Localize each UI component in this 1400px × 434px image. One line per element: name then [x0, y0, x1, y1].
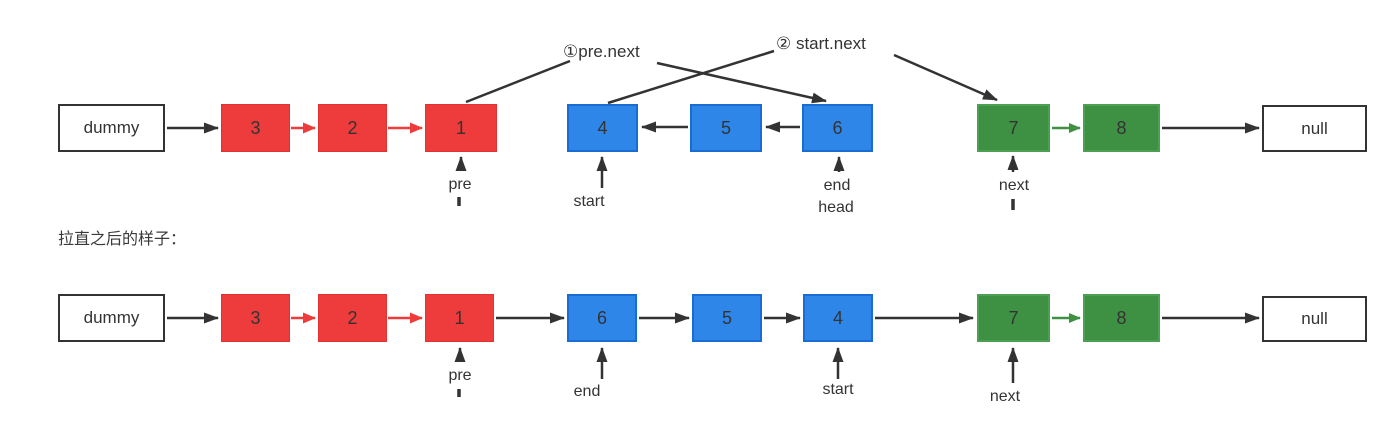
- node-bottom-null: null: [1262, 296, 1367, 342]
- annotation-start-next: ② start.next: [776, 34, 866, 53]
- pointer-label-start-top: start: [573, 193, 605, 210]
- node-top-8: 8: [1083, 104, 1160, 152]
- line-node1-to-pre-next-label: [465, 59, 571, 104]
- node-bottom-6: 6: [567, 294, 637, 342]
- straighten-caption: 拉直之后的样子：: [58, 231, 187, 248]
- node-top-dummy: dummy: [58, 104, 165, 152]
- pointer-label-pre-top: pre: [448, 176, 472, 193]
- pointer-label-end-bottom: end: [573, 383, 601, 400]
- node-bottom-dummy: dummy: [58, 294, 165, 342]
- pointer-label-start-bottom: start: [822, 381, 854, 398]
- node-bottom-3: 3: [221, 294, 290, 342]
- node-top-4: 4: [567, 104, 638, 152]
- node-bottom-8: 8: [1083, 294, 1160, 342]
- node-top-6: 6: [802, 104, 873, 152]
- node-bottom-5: 5: [692, 294, 762, 342]
- node-top-2: 2: [318, 104, 387, 152]
- node-top-7: 7: [977, 104, 1050, 152]
- arrow-start-next-to-node7: [893, 53, 998, 102]
- pointer-label-next-bottom: next: [989, 388, 1021, 405]
- annotation-pre-next: ①pre.next: [563, 42, 640, 61]
- pointer-label-head-top: head: [818, 199, 854, 216]
- node-bottom-7: 7: [977, 294, 1050, 342]
- node-top-1: 1: [425, 104, 497, 152]
- pointer-label-end-top: end: [823, 177, 851, 194]
- node-top-null: null: [1262, 105, 1367, 152]
- arrow-pre-next-to-node6: [656, 61, 827, 104]
- node-top-3: 3: [221, 104, 290, 152]
- pointer-label-pre-bottom: pre: [448, 367, 472, 384]
- node-bottom-1: 1: [425, 294, 494, 342]
- node-bottom-4: 4: [803, 294, 873, 342]
- pointer-label-next-top: next: [998, 177, 1030, 194]
- node-bottom-2: 2: [318, 294, 387, 342]
- node-top-5: 5: [690, 104, 762, 152]
